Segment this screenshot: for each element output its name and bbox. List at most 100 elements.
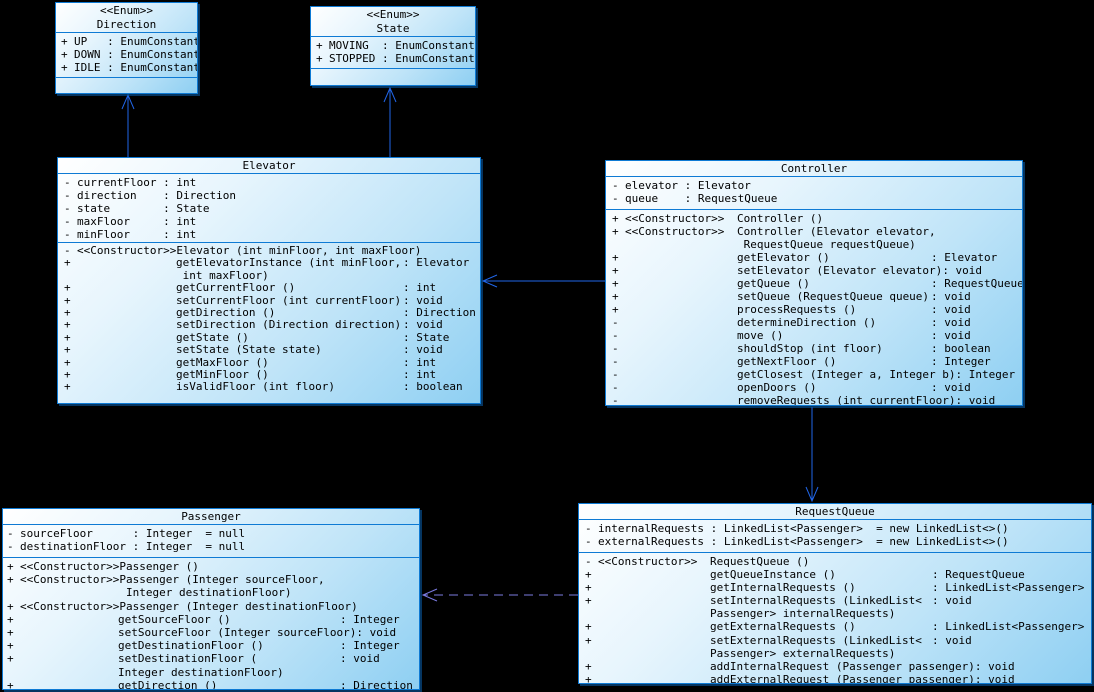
method-signature: move ()	[737, 329, 784, 342]
class-name: Controller	[780, 162, 848, 175]
visibility-symbol: +	[585, 633, 592, 647]
visibility-symbol: +	[612, 251, 619, 264]
attribute-text: IDLE : EnumConstant	[74, 61, 197, 74]
arrow-controller-to-elevator	[481, 274, 605, 288]
class-box-state[interactable]: <<Enum>>State+MOVING : EnumConstant+STOP…	[310, 6, 476, 86]
attribute-row: +UP : EnumConstant	[56, 35, 197, 48]
arrow-elevator-to-state	[383, 86, 397, 157]
class-box-direction[interactable]: <<Enum>>Direction+UP : EnumConstant+DOWN…	[55, 2, 198, 94]
method-signature: getDirection ()	[118, 678, 218, 689]
method-row: +getDirection (): Direction	[58, 306, 480, 320]
attribute-text: STOPPED : EnumConstant	[329, 52, 475, 65]
method-row: +getDirection (): Direction	[3, 679, 419, 689]
method-row: -removeRequests (int currentFloor): void	[606, 394, 1022, 405]
visibility-symbol: +	[61, 48, 68, 61]
visibility-symbol: +	[612, 212, 619, 225]
visibility-symbol: -	[7, 540, 14, 553]
method-row: +processRequests (): void	[606, 303, 1022, 316]
class-name: Passenger	[181, 510, 241, 523]
attribute-row: -state : State	[58, 202, 480, 215]
attribute-text: externalRequests : LinkedList<Passenger>…	[598, 535, 1009, 548]
method-row: +<<Constructor>>Controller ()	[606, 212, 1022, 225]
method-row: +setQueue (RequestQueue queue): void	[606, 290, 1022, 303]
class-box-passenger[interactable]: Passenger-sourceFloor : Integer = null-d…	[2, 508, 420, 690]
visibility-symbol: -	[7, 527, 14, 540]
method-signature: setQueue (RequestQueue queue)	[737, 290, 930, 303]
method-row: -<<Constructor>>Elevator (int minFloor, …	[58, 244, 480, 257]
method-row: +<<Constructor>>Controller (Elevator ele…	[606, 225, 1022, 251]
visibility-symbol: +	[7, 560, 14, 573]
attribute-text: minFloor : int	[77, 228, 197, 241]
visibility-symbol: +	[64, 256, 71, 270]
visibility-symbol: +	[64, 368, 71, 382]
method-signature: setState (State state)	[176, 343, 322, 357]
method-signature: getState ()	[176, 330, 249, 344]
method-return-type: : LinkedList<Passenger>	[932, 620, 1085, 634]
attribute-text: sourceFloor : Integer = null	[20, 527, 246, 540]
method-row: +getElevator (): Elevator	[606, 251, 1022, 264]
method-signature: Controller (Elevator elevator, RequestQu…	[737, 225, 936, 251]
method-row: +getSourceFloor (): Integer	[3, 613, 419, 626]
visibility-symbol: -	[612, 368, 619, 381]
method-return-type: : boolean	[931, 342, 991, 355]
attribute-row: -queue : RequestQueue	[606, 192, 1022, 205]
attribute-text: direction : Direction	[77, 189, 236, 202]
method-return-type: : boolean	[403, 380, 463, 394]
class-box-requestqueue[interactable]: RequestQueue-internalRequests : LinkedLi…	[578, 503, 1092, 684]
visibility-symbol: +	[64, 281, 71, 295]
visibility-symbol: +	[64, 293, 71, 307]
visibility-symbol: +	[585, 594, 592, 608]
method-signature: setElevator (Elevator elevator)	[737, 264, 943, 277]
attribute-text: DOWN : EnumConstant	[74, 48, 197, 61]
visibility-symbol: -	[612, 329, 619, 342]
method-row: +getMinFloor (): int	[58, 368, 480, 382]
visibility-symbol: -	[64, 176, 71, 189]
method-signature: getClosest (Integer a, Integer b)	[737, 368, 956, 381]
method-row: -determineDirection (): void	[606, 316, 1022, 329]
constructor-stereotype: <<Constructor>>	[20, 560, 120, 573]
class-box-controller[interactable]: Controller-elevator : Elevator-queue : R…	[605, 160, 1023, 406]
visibility-symbol: +	[64, 355, 71, 369]
visibility-symbol: +	[64, 306, 71, 320]
visibility-symbol: +	[7, 612, 14, 626]
methods-compartment: -<<Constructor>>Elevator (int minFloor, …	[58, 243, 480, 403]
method-row: +getInternalRequests (): LinkedList<Pass…	[579, 581, 1091, 594]
method-row: +<<Constructor>>Passenger ()	[3, 560, 419, 573]
arrow-controller-to-requestqueue	[805, 407, 819, 503]
visibility-symbol: +	[64, 343, 71, 357]
method-return-type: : RequestQueue	[931, 277, 1022, 290]
method-return-type: : Integer	[955, 368, 1016, 381]
method-row: +setDirection (Direction direction): voi…	[58, 318, 480, 332]
visibility-symbol: +	[316, 52, 323, 65]
visibility-symbol: -	[64, 228, 71, 241]
method-row: -shouldStop (int floor): boolean	[606, 342, 1022, 355]
method-return-type: : Direction	[403, 306, 476, 320]
method-return-type: : void	[931, 381, 971, 394]
class-box-elevator[interactable]: Elevator-currentFloor : int-direction : …	[57, 157, 481, 404]
method-row: +setDestinationFloor ( Integer destinati…	[3, 652, 419, 678]
class-title-requestqueue: RequestQueue	[579, 504, 1091, 520]
method-return-type: : void	[403, 343, 443, 357]
visibility-symbol: +	[612, 225, 619, 238]
attribute-text: state : State	[77, 202, 210, 215]
method-row: +getMaxFloor (): int	[58, 355, 480, 369]
method-row: +setCurrentFloor (int currentFloor): voi…	[58, 293, 480, 307]
methods-compartment	[56, 78, 197, 93]
method-row: +getElevatorInstance (int minFloor, int …	[58, 256, 480, 282]
method-return-type: : void	[340, 652, 380, 666]
methods-compartment: +<<Constructor>>Passenger ()+<<Construct…	[3, 558, 419, 689]
attribute-row: -sourceFloor : Integer = null	[3, 527, 419, 540]
method-row: +addInternalRequest (Passenger passenger…	[579, 660, 1091, 673]
methods-compartment: -<<Constructor>>RequestQueue ()+getQueue…	[579, 553, 1091, 683]
visibility-symbol: -	[585, 522, 592, 535]
method-signature: getExternalRequests ()	[710, 620, 856, 634]
visibility-symbol: +	[7, 652, 14, 666]
arrow-elevator-to-direction	[121, 93, 135, 157]
method-signature: setDirection (Direction direction)	[176, 318, 402, 332]
visibility-symbol: +	[7, 626, 14, 640]
methods-compartment	[311, 69, 475, 85]
method-signature: Passenger (Integer sourceFloor, Integer …	[119, 573, 325, 600]
method-return-type: : Integer	[931, 355, 991, 368]
visibility-symbol: +	[7, 639, 14, 653]
visibility-symbol: -	[585, 535, 592, 548]
